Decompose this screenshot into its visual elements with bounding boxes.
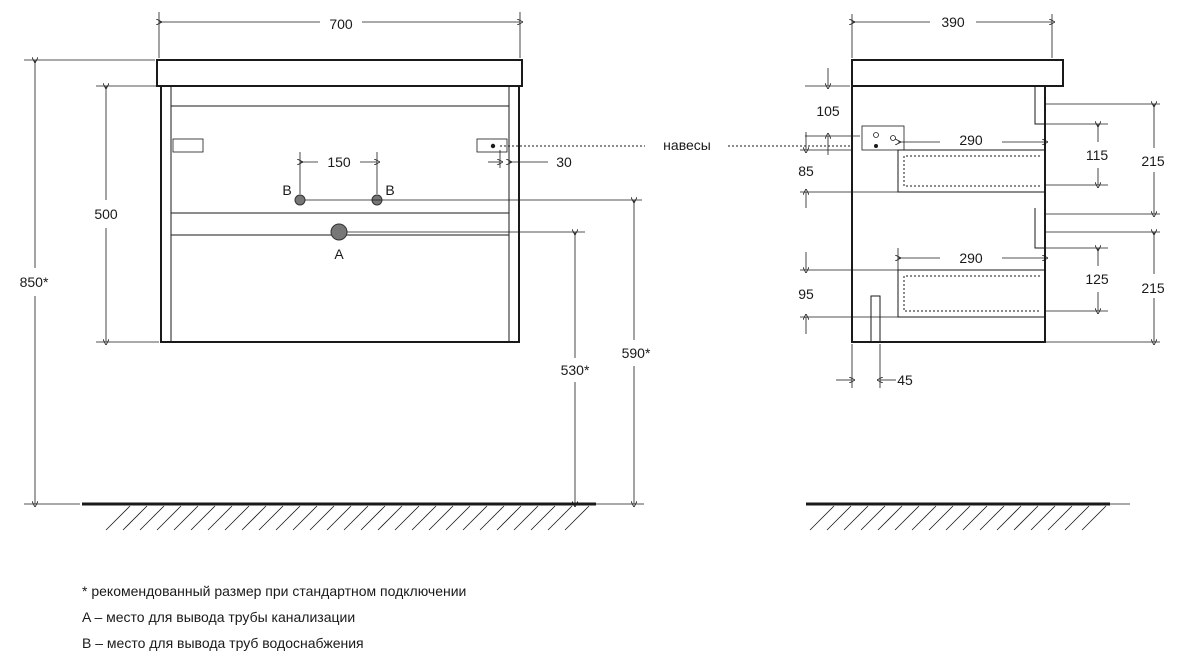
hatch-line bbox=[530, 505, 556, 531]
dim-depth: 390 bbox=[941, 14, 965, 30]
hatch-line bbox=[343, 505, 369, 531]
hatch-line bbox=[394, 505, 420, 531]
hatch-line bbox=[207, 505, 233, 531]
side-foot bbox=[870, 295, 881, 343]
side-bracket-mid bbox=[1034, 208, 1046, 249]
dim-body-height: 500 bbox=[94, 206, 118, 222]
hatch-line bbox=[843, 505, 869, 531]
hatch-line bbox=[547, 505, 573, 531]
front-hinge-right bbox=[476, 138, 508, 153]
side-hinge bbox=[861, 125, 905, 151]
hatch-line bbox=[809, 505, 835, 531]
hatch-line bbox=[190, 505, 216, 531]
label-b-left: B bbox=[282, 182, 291, 198]
legend-notes: * рекомендованный размер при стандартном… bbox=[82, 578, 466, 656]
hatch-line bbox=[292, 505, 318, 531]
hatch-line bbox=[479, 505, 505, 531]
hatch-line bbox=[156, 505, 182, 531]
front-view: 700 850* 500 150 B B A 30 530* bbox=[20, 12, 651, 531]
hatch-line bbox=[1030, 505, 1056, 531]
hatch-line bbox=[428, 505, 454, 531]
hatch-line bbox=[945, 505, 971, 531]
dim-height-a: 530* bbox=[561, 362, 590, 378]
hatch-line bbox=[877, 505, 903, 531]
dim-hinge-offset: 30 bbox=[556, 154, 572, 170]
dim-width: 700 bbox=[329, 16, 353, 32]
note-a: A – место для вывода трубы канализации bbox=[82, 609, 356, 625]
hatch-line bbox=[513, 505, 539, 531]
dim-gap-bottom: 95 bbox=[798, 286, 814, 302]
hatch-line bbox=[139, 505, 165, 531]
front-hinge-dot bbox=[490, 143, 496, 149]
hatch-line bbox=[860, 505, 886, 531]
dim-inner-height-top: 115 bbox=[1086, 147, 1109, 163]
note-b: B – место для вывода труб водоснабжения bbox=[82, 635, 364, 651]
hatch-line bbox=[241, 505, 267, 531]
hatch-line bbox=[979, 505, 1005, 531]
pipe-b-left bbox=[294, 194, 306, 206]
hatch-line bbox=[996, 505, 1022, 531]
dim-pipe-spacing: 150 bbox=[327, 154, 351, 170]
front-floor-hatch bbox=[105, 505, 590, 531]
hatch-line bbox=[826, 505, 852, 531]
dim-height-b: 590* bbox=[622, 345, 651, 361]
side-view: 390 105 85 290 115 215 290 bbox=[798, 14, 1165, 531]
label-a: A bbox=[334, 246, 344, 262]
dim-total-height: 850* bbox=[20, 274, 49, 290]
hatch-line bbox=[928, 505, 954, 531]
hatch-line bbox=[911, 505, 937, 531]
side-cabinet bbox=[851, 85, 1046, 343]
hatch-line bbox=[105, 505, 131, 531]
hatch-line bbox=[360, 505, 386, 531]
hatch-line bbox=[411, 505, 437, 531]
pipe-a bbox=[330, 223, 348, 241]
hatch-line bbox=[1081, 505, 1107, 531]
dim-drawer-height-top: 215 bbox=[1141, 153, 1165, 169]
dim-drawer-depth-bottom: 290 bbox=[959, 250, 983, 266]
hinges-label: навесы bbox=[663, 137, 711, 153]
side-countertop bbox=[851, 59, 1064, 87]
hatch-line bbox=[564, 505, 590, 531]
hatch-line bbox=[962, 505, 988, 531]
note-recommended: * рекомендованный размер при стандартном… bbox=[82, 583, 467, 599]
hatch-line bbox=[122, 505, 148, 531]
side-bracket-top bbox=[1034, 86, 1046, 125]
hatch-line bbox=[462, 505, 488, 531]
hatch-line bbox=[1013, 505, 1039, 531]
hatch-line bbox=[309, 505, 335, 531]
dim-drawer-depth-top: 290 bbox=[959, 132, 983, 148]
dim-inner-height-bottom: 125 bbox=[1085, 271, 1109, 287]
hatch-line bbox=[1064, 505, 1090, 531]
label-b-right: B bbox=[385, 182, 394, 198]
side-drawer-bottom bbox=[897, 269, 1045, 318]
hatch-line bbox=[377, 505, 403, 531]
side-floor-hatch bbox=[809, 505, 1107, 531]
side-drawer-top bbox=[897, 149, 1045, 193]
hatch-line bbox=[173, 505, 199, 531]
hatch-line bbox=[224, 505, 250, 531]
hatch-line bbox=[445, 505, 471, 531]
hatch-line bbox=[258, 505, 284, 531]
dim-foot-width: 45 bbox=[897, 372, 913, 388]
dim-drawer-height-bottom: 215 bbox=[1141, 280, 1165, 296]
hatch-line bbox=[894, 505, 920, 531]
hatch-line bbox=[1047, 505, 1073, 531]
hatch-line bbox=[275, 505, 301, 531]
hatch-line bbox=[496, 505, 522, 531]
dim-hinge-gap: 85 bbox=[798, 163, 814, 179]
front-hinge-left bbox=[172, 138, 204, 153]
front-cabinet bbox=[160, 85, 520, 343]
hatch-line bbox=[326, 505, 352, 531]
front-countertop bbox=[156, 59, 523, 87]
dim-top-offset: 105 bbox=[816, 103, 840, 119]
